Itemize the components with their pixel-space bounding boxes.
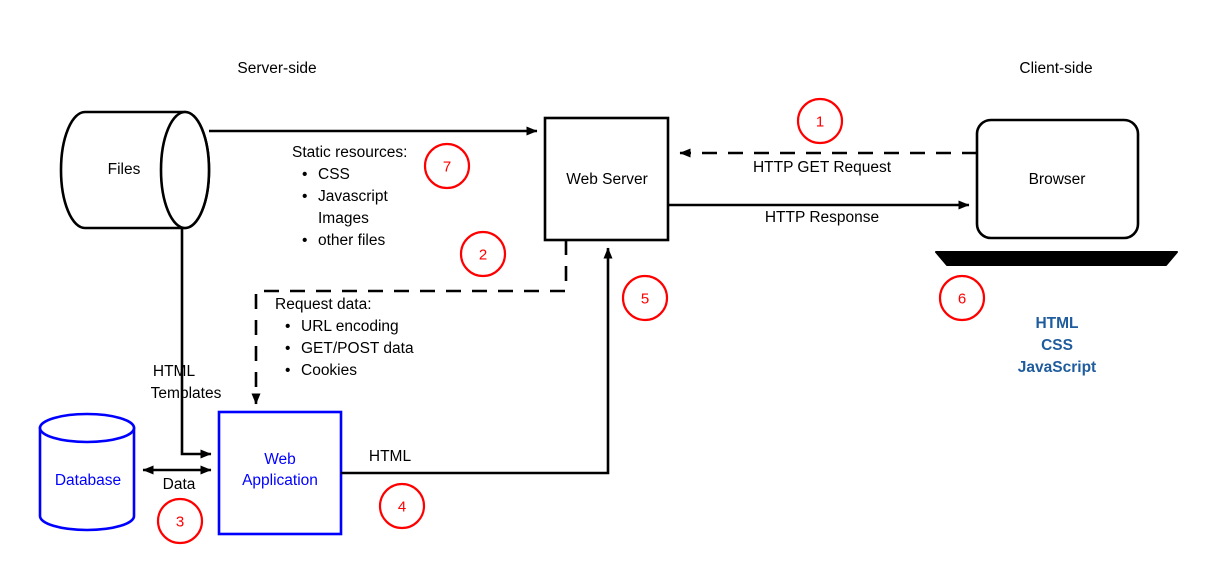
edge-label-http-get-request: HTTP GET Request — [752, 159, 892, 176]
step-circle-3 — [156, 497, 204, 545]
static-resources-item: other files — [302, 230, 407, 252]
request-data-item: URL encoding — [285, 316, 414, 338]
client-tech-javascript: JavaScript — [1017, 359, 1097, 376]
step-circle-2 — [459, 230, 507, 278]
node-label-database: Database — [54, 472, 122, 489]
edge-label-data: Data — [162, 476, 196, 493]
node-label-web-application-line2: Application — [242, 472, 318, 489]
step-circle-1 — [796, 97, 844, 145]
static-resources-header: Static resources: — [292, 144, 408, 161]
step-number-4: 4 — [397, 498, 407, 516]
node-files-shape — [59, 110, 211, 230]
step-number-6: 6 — [957, 290, 967, 308]
node-label-browser: Browser — [1028, 171, 1086, 188]
edge-label-html-templates-line2: Templates — [150, 385, 222, 402]
edge-html-templates — [180, 228, 212, 459]
step-number-3: 3 — [175, 513, 185, 531]
static-resources-list: CSS Javascript Images other files — [292, 164, 407, 252]
node-label-web-server: Web Server — [566, 171, 648, 188]
client-tech-html: HTML — [1035, 315, 1079, 332]
step-circle-6 — [938, 274, 986, 322]
laptop-base-shape — [935, 251, 1178, 266]
static-resources-item: Javascript — [302, 186, 407, 208]
node-web-server-shape — [543, 116, 670, 242]
step-circle-4 — [378, 482, 426, 530]
section-title-client-side: Client-side — [1019, 60, 1093, 77]
edge-label-html: HTML — [368, 448, 412, 465]
static-resources-item: Images — [318, 210, 369, 227]
step-number-5: 5 — [640, 290, 650, 308]
request-data-item: Cookies — [285, 360, 414, 382]
edge-html-response — [341, 247, 613, 475]
step-number-2: 2 — [478, 246, 488, 264]
annotation-request-data: Request data: URL encoding GET/POST data… — [275, 294, 414, 382]
static-resources-item: CSS — [302, 164, 407, 186]
request-data-header: Request data: — [275, 296, 372, 313]
node-label-files: Files — [107, 161, 141, 178]
request-data-item: GET/POST data — [285, 338, 414, 360]
annotation-static-resources: Static resources: CSS Javascript Images … — [292, 142, 407, 252]
edge-label-html-templates-line1: HTML — [152, 363, 196, 380]
step-circle-7 — [423, 142, 471, 190]
request-data-list: URL encoding GET/POST data Cookies — [275, 316, 414, 382]
node-database-shape — [38, 412, 136, 532]
client-tech-css: CSS — [1041, 337, 1073, 354]
section-title-server-side: Server-side — [237, 60, 317, 77]
edge-request-data — [251, 240, 568, 405]
node-label-web-application-line1: Web — [264, 451, 296, 468]
step-number-1: 1 — [815, 113, 825, 131]
edge-label-http-response: HTTP Response — [764, 209, 880, 226]
step-circle-5 — [621, 274, 669, 322]
node-web-application-shape — [217, 410, 343, 536]
step-marker-circles — [156, 97, 986, 545]
step-number-7: 7 — [442, 158, 452, 176]
node-browser-shape — [975, 118, 1140, 240]
